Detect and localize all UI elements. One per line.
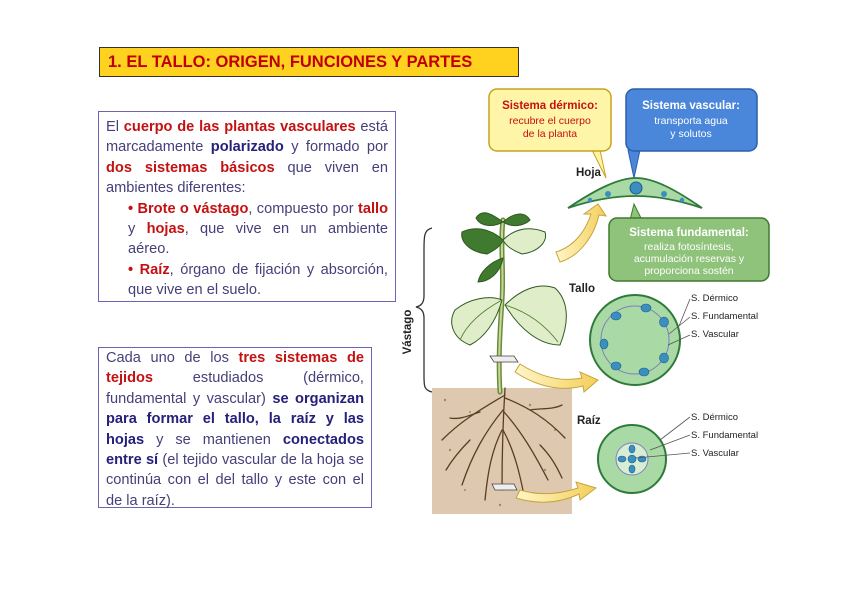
- stem-legend-ground: S. Fundamental: [691, 311, 758, 322]
- stem-cross-section: [589, 294, 681, 386]
- tissue-systems-paragraph: Cada uno de los tres sistemas de tejidos…: [106, 350, 364, 509]
- dermal-title: Sistema dérmico:: [502, 100, 598, 112]
- root-legend-dermal: S. Dérmico: [691, 412, 738, 423]
- vascular-system-callout: Sistema vascular: transporta agua y solu…: [625, 88, 758, 179]
- stem-legend-vascular: S. Vascular: [691, 329, 739, 340]
- bullet-root: • Raíz, órgano de fijación y absorción, …: [128, 261, 388, 299]
- arrow-to-root: [515, 481, 598, 503]
- root-legend-lines: [635, 416, 691, 459]
- plant-roots: [441, 387, 566, 501]
- dermal-line2: de la planta: [523, 128, 577, 140]
- stem-legend-dermal: S. Dérmico: [691, 293, 738, 304]
- leaf-label: Hoja: [576, 167, 602, 179]
- arrow-to-leaf: [555, 203, 608, 263]
- tissue-systems-text-box: Cada uno de los tres sistemas de tejidos…: [98, 347, 372, 509]
- ground-title: Sistema fundamental:: [629, 227, 749, 239]
- dermal-system-callout: Sistema dérmico: recubre el cuerpo de la…: [488, 88, 612, 179]
- leaf-cross-section: [567, 177, 703, 209]
- plant-leaves: [451, 212, 567, 346]
- ground-system-callout: Sistema fundamental: realiza fotosíntesi…: [608, 202, 770, 282]
- ground-line1: realiza fotosíntesis,: [644, 241, 734, 253]
- vascular-line1: transporta agua: [654, 115, 728, 127]
- ground-line2: acumulación reservas y: [634, 253, 745, 265]
- vascular-title: Sistema vascular:: [642, 100, 740, 112]
- vascular-line2: y solutos: [670, 128, 711, 140]
- ground-line3: proporciona sostén: [644, 265, 733, 277]
- intro-paragraph: El cuerpo de las plantas vasculares está…: [106, 119, 389, 197]
- intro-text-box: El cuerpo de las plantas vasculares está…: [98, 111, 396, 302]
- root-cross-section: [597, 424, 667, 494]
- page-title: 1. EL TALLO: ORIGEN, FUNCIONES Y PARTES: [99, 47, 519, 77]
- root-label: Raíz: [577, 415, 601, 427]
- arrow-to-stem: [514, 363, 599, 393]
- dermal-line1: recubre el cuerpo: [509, 115, 591, 127]
- shoot-label: Vástago: [402, 310, 414, 355]
- stem-label: Tallo: [569, 283, 595, 295]
- stem-legend-lines: [667, 298, 691, 346]
- root-legend-ground: S. Fundamental: [691, 430, 758, 441]
- shoot-bracket: [415, 227, 433, 393]
- bullet-shoot: • Brote o vástago, compuesto por tallo y…: [128, 200, 388, 258]
- root-legend-vascular: S. Vascular: [691, 448, 739, 459]
